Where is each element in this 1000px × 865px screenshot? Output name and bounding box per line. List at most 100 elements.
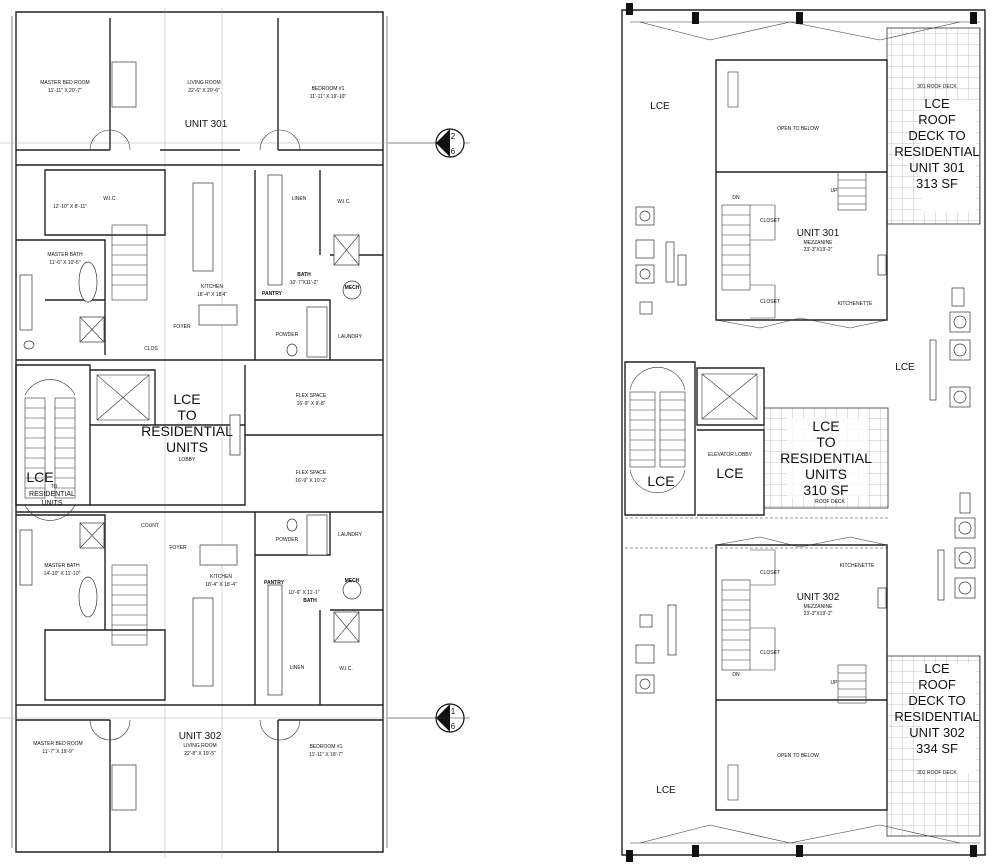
mech-302-label: MECH	[345, 578, 360, 584]
powder-302-label: POWDER	[276, 537, 299, 543]
center-lce-line-3: RESIDENTIAL	[141, 423, 233, 439]
kitchen-301-label: KITCHEN	[201, 284, 223, 290]
sheet-number-bottom: 6	[451, 722, 456, 731]
laundry-301-label: LAUNDRY	[338, 334, 362, 340]
laundry-302-label: LAUNDRY	[338, 532, 362, 538]
unit-302-label: UNIT 302	[179, 731, 222, 742]
deck-302-line-4: RESIDENTIAL	[894, 709, 979, 724]
section-marker-bottom: 1 6	[388, 703, 470, 733]
master-bed-302-label: MASTER BED ROOM	[33, 741, 82, 747]
open-to-below-301: OPEN TO BELOW	[777, 126, 819, 132]
wic-302-label: W.I.C.	[339, 666, 353, 672]
closet-301-bottom: CLOSET	[760, 299, 780, 305]
kitchen-301-dims: 18'-4" X 18'4"	[197, 292, 227, 298]
bedroom1-302-label: BEDROOM #1	[310, 744, 343, 750]
center-deck-line-4: UNITS	[805, 466, 847, 482]
wic-301-label: W.I.C.	[103, 196, 117, 202]
bedroom1-302-dims: 11'-11" X 18'-7"	[309, 752, 343, 758]
flex-301-label: FLEX SPACE	[296, 393, 327, 399]
kitchenette-301-label: KITCHENETTE	[838, 301, 873, 307]
left-floor-plan: 2 6 1 6	[0, 8, 470, 858]
dn-302-label: DN	[732, 672, 740, 678]
sheet-number-top: 6	[451, 147, 456, 156]
pantry-301-label: PANTRY	[262, 291, 283, 297]
bath-302-label: BATH	[303, 598, 317, 604]
mezz-302-label: MEZZANINE	[804, 604, 834, 610]
living-302-dims: 22'-8" X 19'-5"	[184, 751, 216, 757]
foyer-302-label: FOYER	[169, 545, 187, 551]
bedroom1-301-dims: 11'-11" X 19'-10"	[310, 94, 347, 100]
linen-302-label: LINEN	[290, 665, 305, 671]
bath-301-label: BATH	[297, 272, 311, 278]
unit-301-roof-label: UNIT 301	[797, 228, 840, 239]
section-number-top: 2	[451, 132, 456, 141]
master-bed-301-dims: 11'-11" X 20'-7"	[48, 88, 82, 94]
kitchenette-302-label: KITCHENETTE	[840, 563, 875, 569]
deck-302-line-3: DECK TO	[908, 693, 965, 708]
stair-lce-line-3: RESIDENTIAL	[29, 491, 75, 498]
deck-301-line-5: UNIT 301	[909, 160, 964, 175]
roof-deck-302-tag: 302 ROOF DECK	[917, 770, 957, 776]
master-bath-301-label: MASTER BATH	[47, 252, 83, 258]
flex-302-dims: 16'-9" X 10'-2"	[295, 478, 327, 484]
unit-301-label: UNIT 301	[185, 119, 228, 130]
center-lce-line-1: LCE	[173, 391, 200, 407]
mezz-301-dims: 23'-3"X19'-2"	[804, 247, 833, 253]
up-301-label: UP	[831, 188, 839, 194]
open-to-below-302: OPEN TO BELOW	[777, 753, 819, 759]
deck-302-line-2: ROOF	[918, 677, 956, 692]
lobby-label: LOBBY	[179, 457, 196, 463]
mech-301-label: MECH	[345, 285, 360, 291]
right-roof-plan: LCE LCE LCE LCE LCE ELEVATOR LOBBY 301 R…	[621, 3, 986, 862]
deck-302-line-1: LCE	[924, 661, 950, 676]
master-bath-302-dims: 14'-10" X 11'-10"	[44, 571, 81, 577]
stair-lce-line-4: UNITS	[42, 500, 63, 507]
bath-301-dims: 10'-7"X11'-2"	[290, 280, 319, 286]
center-lce-line-2: TO	[177, 407, 196, 423]
center-lce-line-4: UNITS	[166, 439, 208, 455]
master-bed-302-dims: 11'-7" X 19'-9"	[42, 749, 73, 755]
deck-302-line-6: 334 SF	[916, 741, 958, 756]
roof-outline	[621, 9, 986, 856]
living-301-dims: 22'-6" X 20'-6"	[188, 88, 220, 94]
up-302-label: UP	[831, 680, 839, 686]
powder-301-label: POWDER	[276, 332, 299, 338]
living-301-label: LIVING ROOM	[187, 80, 220, 86]
bedroom1-301-label: BEDROOM #1	[312, 86, 345, 92]
lce-label-stair: LCE	[647, 473, 674, 489]
deck-301-line-3: DECK TO	[908, 128, 965, 143]
stair-lce-line-1: LCE	[26, 469, 53, 485]
lce-label-elevator: LCE	[716, 465, 743, 481]
unit-302-roof-label: UNIT 302	[797, 592, 840, 603]
wic-right-301-label: W.I.C.	[337, 199, 351, 205]
master-bed-301-label: MASTER BED ROOM	[40, 80, 89, 86]
center-deck-line-2: TO	[816, 434, 835, 450]
count-302-label: COUNT	[141, 523, 159, 529]
deck-302-line-5: UNIT 302	[909, 725, 964, 740]
section-marker-top: 2 6	[388, 128, 470, 158]
lce-label-east: LCE	[895, 362, 915, 373]
closet-302-bottom: CLOSET	[760, 650, 780, 656]
pantry-302-label: PANTRY	[264, 580, 285, 586]
flex-302-label: FLEX SPACE	[296, 470, 327, 476]
dn-301-label: DN	[732, 195, 740, 201]
foyer-301-label: FOYER	[173, 324, 191, 330]
roof-deck-301-tag: 301 ROOF DECK	[917, 84, 957, 90]
linen-301-label: LINEN	[292, 196, 307, 202]
deck-301-line-1: LCE	[924, 96, 950, 111]
wic-301-dims: 12'-10" X 8'-11"	[53, 204, 87, 210]
deck-301-line-4: RESIDENTIAL	[894, 144, 979, 159]
section-number-bottom: 1	[451, 707, 456, 716]
center-deck-tag: ROOF DECK	[815, 499, 845, 505]
kitchen-302-dims: 18'-4" X 18'-4"	[205, 582, 237, 588]
center-deck-line-3: RESIDENTIAL	[780, 450, 872, 466]
clos-301-label: CLOS	[144, 346, 158, 352]
center-deck-line-1: LCE	[812, 418, 839, 434]
building-outline	[15, 11, 384, 853]
master-bath-302-label: MASTER BATH	[44, 563, 80, 569]
lce-label-sw: LCE	[656, 785, 676, 796]
deck-301-line-6: 313 SF	[916, 176, 958, 191]
deck-301-line-2: ROOF	[918, 112, 956, 127]
flex-301-dims: 16'-9" X 9'-8"	[297, 401, 326, 407]
